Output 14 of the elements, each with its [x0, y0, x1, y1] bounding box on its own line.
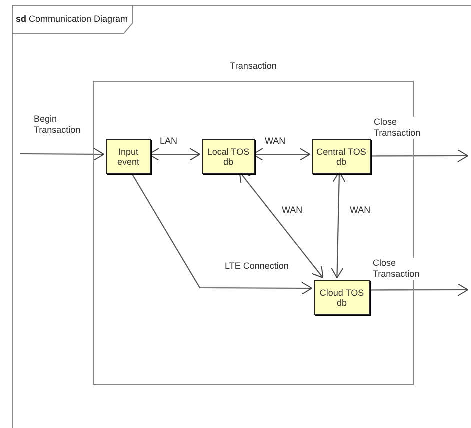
edge-label: WAN	[264, 136, 287, 147]
frame-title: sd Communication Diagram	[16, 14, 128, 24]
connector-arrow	[368, 284, 468, 297]
object-box: Local TOS db	[202, 139, 255, 174]
edge-label: WAN	[349, 205, 372, 216]
edge-label: WAN	[281, 205, 304, 216]
object-box: Input event	[106, 139, 151, 174]
group-title: Transaction	[229, 61, 278, 71]
object-box: Cloud TOS db	[314, 280, 370, 315]
connector-arrow	[20, 148, 104, 161]
object-box: Central TOS db	[312, 139, 371, 174]
connector-arrow	[369, 150, 468, 163]
edge-label: LAN	[159, 136, 179, 147]
edge-label: LTE Connection	[224, 261, 290, 272]
